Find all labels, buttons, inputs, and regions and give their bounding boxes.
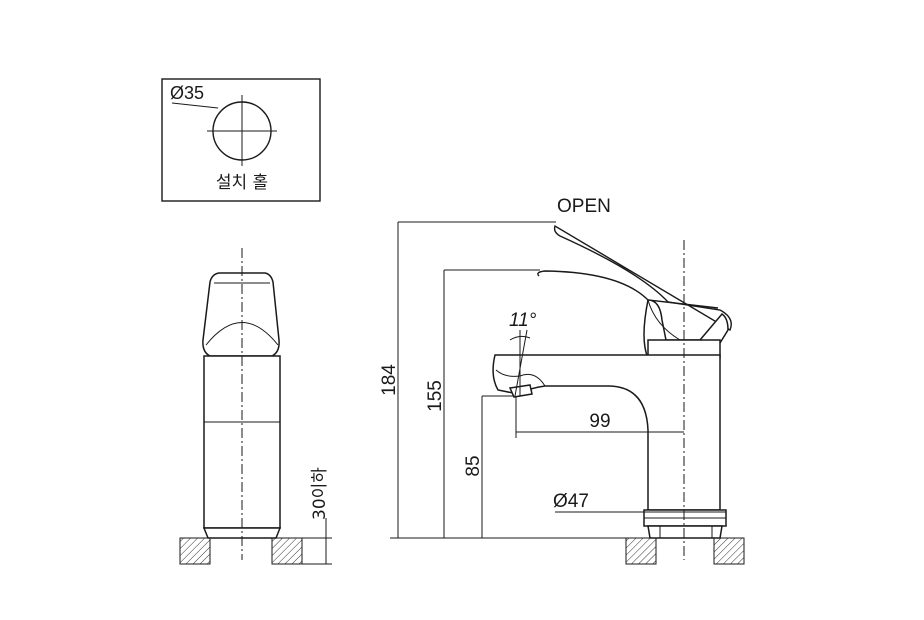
side-lever: [202, 272, 280, 357]
install-hole-diameter: Ø35: [170, 83, 204, 103]
install-hole-frame: [161, 78, 321, 202]
side-counter-left: [179, 537, 211, 565]
angle-tilted-ref: [514, 329, 528, 397]
install-hole-leader: [171, 102, 219, 109]
base-flange: [647, 525, 723, 539]
total-height-label: 184: [379, 364, 400, 396]
aerator: [508, 384, 533, 398]
base-diameter-label: Ø47: [553, 491, 589, 512]
handle-head-curve: [647, 299, 681, 341]
spout-reach-label: 99: [589, 411, 610, 432]
handle-closed-position: [537, 270, 719, 309]
install-hole-detail: Ø35 설치 홀: [161, 78, 321, 202]
side-view: 30이하: [179, 248, 332, 565]
spout-height-label: 85: [463, 455, 484, 476]
spout-body: [492, 354, 721, 511]
angle-arc: [509, 335, 531, 341]
handle-open-position: [553, 224, 732, 332]
front-view: OPEN 184 155: [379, 196, 745, 565]
spout-angle-label: 11°: [509, 310, 537, 331]
side-counter-right: [271, 537, 303, 565]
install-hole-caption: 설치 홀: [216, 173, 268, 193]
handle-height-label: 155: [425, 380, 446, 412]
front-counter-left: [625, 537, 657, 565]
open-label: OPEN: [557, 196, 611, 217]
front-counter-right: [713, 537, 745, 565]
counter-thickness-label: 30이하: [310, 467, 330, 520]
